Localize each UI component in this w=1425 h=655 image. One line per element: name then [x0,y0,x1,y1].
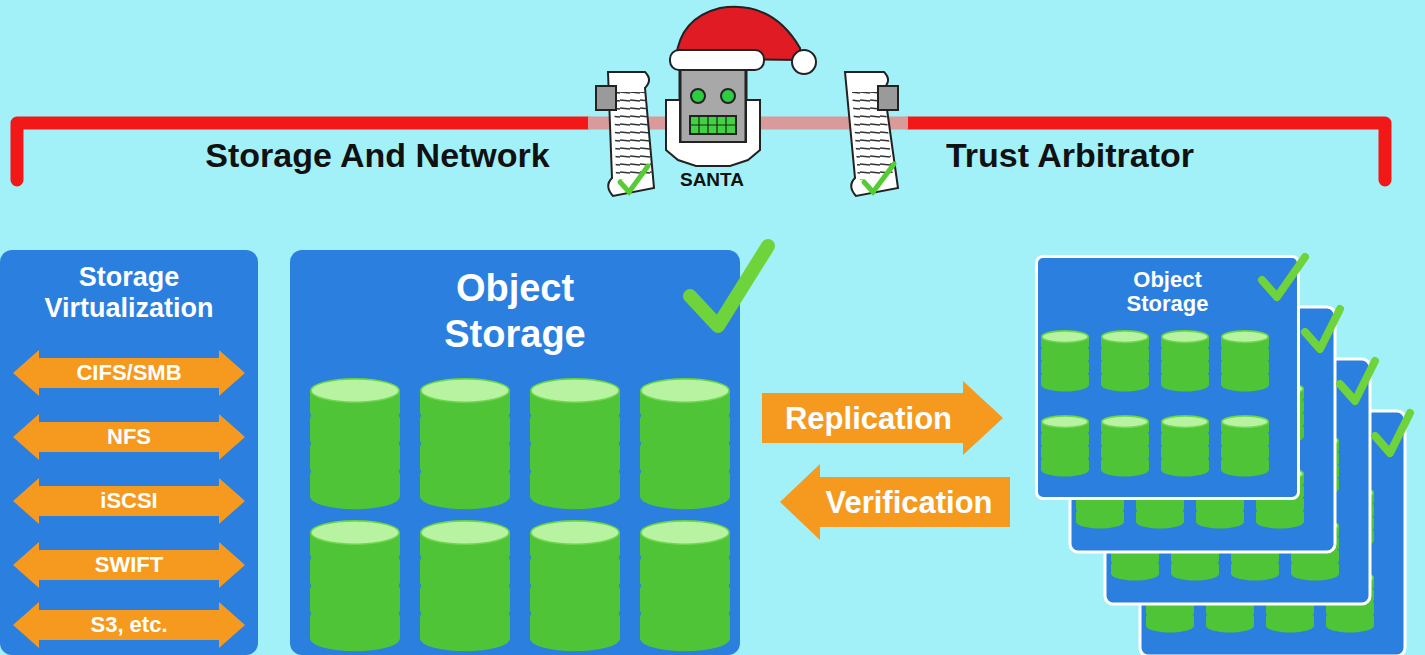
protocol-name: S3, etc. [90,614,167,636]
flow-arrow [780,464,1010,540]
box-title: Object Storage [405,250,625,357]
storage-box: Object Storage [1035,255,1300,500]
disk-platter [530,378,620,425]
disk-top [1042,331,1088,342]
robot-beard [666,100,760,166]
disk-platter [1101,415,1149,437]
disk-platter [640,520,730,567]
disk-top [531,379,619,402]
mouth-grid [690,116,736,134]
hat-band [670,50,764,70]
disk-platter [310,378,400,425]
box-title: Storage Virtualization [14,250,244,324]
check-mark [620,166,648,192]
scroll-clamp [596,86,616,110]
disk-platter [1161,415,1209,437]
disk-platter [420,378,510,425]
bracket-title: Storage And Network [170,136,585,175]
check-mark [864,164,894,192]
double-arrow-shape [13,478,245,524]
disk-top [1222,416,1268,427]
check-mark [1340,361,1375,401]
hat-pompom [792,50,816,74]
robot-name: SANTA [662,169,762,191]
disk-top [1102,331,1148,342]
arrow-label: Verification [825,487,992,518]
box-title: Object Storage [1103,258,1233,316]
double-arrow-shape [13,602,245,648]
protocol-name: CIFS/SMB [76,362,181,384]
disk-array [290,250,740,655]
disk-top [421,379,509,402]
disk-top [1222,331,1268,342]
robot-eye [691,89,705,103]
protocol-arrow: iSCSI [13,478,245,524]
disk-top [1102,416,1148,427]
protocol-name: iSCSI [100,490,157,512]
protocol-name: NFS [107,426,151,448]
disk-top [421,521,509,544]
disk-top [1042,416,1088,427]
disk-platter [640,378,730,425]
disk-top [1162,416,1208,427]
disk-platter [1221,415,1269,437]
disk-platter [420,520,510,567]
disk-platter [1101,330,1149,352]
scroll-clamp [878,86,898,110]
bracket-title: Trust Arbitrator [915,136,1225,175]
double-arrow-shape [13,542,245,588]
disk-top [641,379,729,402]
robot-eye [721,89,735,103]
disk-platter [310,520,400,567]
check-mark [1305,309,1340,349]
disk-platter [530,520,620,567]
disk-top [1162,331,1208,342]
scroll-paper [845,72,898,196]
double-arrow-shape [13,414,245,460]
robot-mouth [690,116,736,134]
disk-top [311,379,399,402]
protocol-arrow: S3, etc. [13,602,245,648]
storage-box: Object Storage [290,250,740,655]
flow-arrow [762,381,1003,455]
disk-top [641,521,729,544]
protocol-arrow: SWIFT [13,542,245,588]
disk-platter [1221,330,1269,352]
protocol-panel: Storage VirtualizationCIFS/SMB NFS iSCSI SW… [0,250,258,655]
disk-platter [1161,330,1209,352]
disk-platter [1041,330,1089,352]
check-mark [1375,413,1410,453]
arrow-label: Replication [785,403,952,434]
robot-head [680,66,746,150]
double-arrow-shape [13,350,245,396]
protocol-name: SWIFT [95,554,163,576]
protocol-arrow: CIFS/SMB [13,350,245,396]
protocol-arrow: NFS [13,414,245,460]
disk-top [311,521,399,544]
disk-platter [1041,415,1089,437]
disk-top [531,521,619,544]
